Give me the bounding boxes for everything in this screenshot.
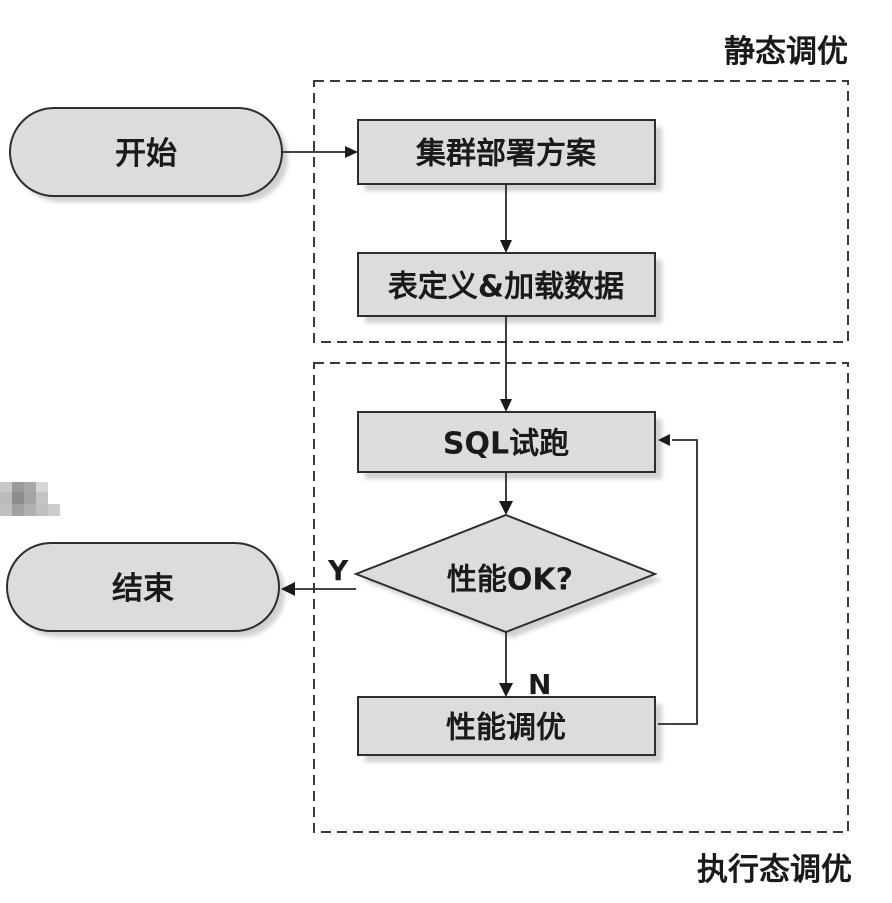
perf-check-node: 性能OK? [353, 513, 662, 638]
static-tuning-label: 静态调优 [724, 34, 848, 70]
end-node: 结束 [6, 542, 285, 637]
arrowhead-icon [499, 501, 513, 515]
edge-cluster-to-table [500, 184, 512, 253]
no-label: N [528, 668, 551, 701]
cluster-plan-node: 集群部署方案 [357, 119, 662, 191]
start-node: 开始 [9, 107, 288, 202]
sql-trial-node: SQL试跑 [357, 411, 662, 479]
runtime-tuning-label: 执行态调优 [697, 852, 852, 888]
arrowhead-icon [500, 240, 512, 253]
cluster-plan-label: 集群部署方案 [415, 137, 597, 172]
edge-decision-to-end [281, 582, 356, 596]
edge-table-to-sql [500, 316, 512, 412]
edge-tune-loop-to-sql [658, 434, 698, 725]
perf-tune-label: 性能调优 [446, 711, 566, 746]
table-def-label: 表定义&加载数据 [388, 270, 624, 305]
perf-check-label: 性能OK? [447, 563, 573, 598]
arrowhead-icon [499, 683, 513, 697]
end-label: 结束 [112, 571, 174, 607]
arrowhead-icon [500, 399, 512, 412]
sql-trial-label: SQL试跑 [443, 427, 569, 462]
static-tuning-group [313, 80, 849, 343]
table-def-node: 表定义&加载数据 [357, 252, 662, 323]
arrowhead-icon [281, 582, 295, 596]
redacted-mark [0, 470, 60, 516]
edge-sql-to-decision [499, 472, 513, 515]
yes-label: Y [327, 554, 349, 587]
arrowhead-icon [345, 146, 358, 158]
runtime-tuning-group [313, 362, 849, 833]
edge-start-to-cluster [282, 146, 358, 158]
start-label: 开始 [115, 136, 177, 172]
arrowhead-icon [658, 434, 670, 446]
edge-decision-to-tune [499, 632, 513, 697]
perf-tune-node: 性能调优 [357, 696, 662, 762]
